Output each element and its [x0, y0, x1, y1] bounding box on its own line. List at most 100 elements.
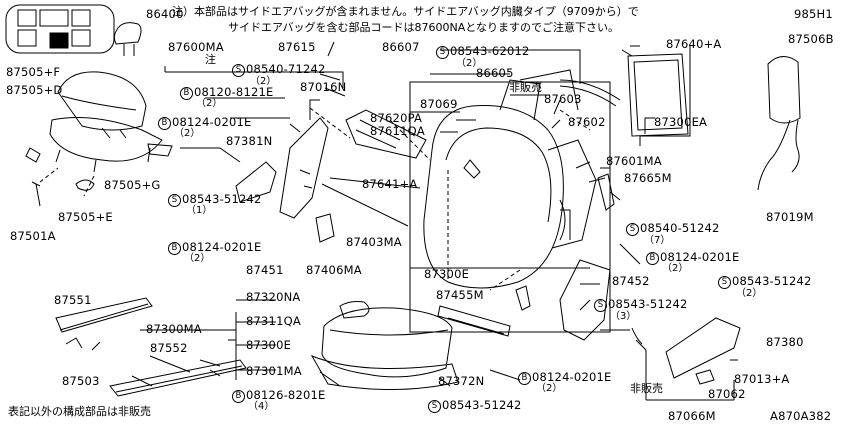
- part-label-87403MA[interactable]: 87403MA: [346, 235, 402, 249]
- part-label-87380[interactable]: 87380: [766, 335, 804, 349]
- part-label-87600MA[interactable]: 87600MA: [168, 40, 224, 54]
- screw-icon: S: [428, 400, 441, 413]
- part-label-87601MA[interactable]: 87601MA: [606, 154, 662, 168]
- cushion-frame-87455M-drawing: [437, 305, 511, 337]
- part-label-87301MA[interactable]: 87301MA: [246, 364, 302, 378]
- seat-rails-drawing: [55, 297, 247, 397]
- harness-drawing: [631, 327, 647, 390]
- part-label-87451[interactable]: 87451: [246, 263, 284, 277]
- part-label-87665M[interactable]: 87665M: [624, 171, 672, 185]
- part-label-87503[interactable]: 87503: [62, 374, 100, 388]
- part-label-87501A[interactable]: 87501A: [10, 229, 56, 243]
- car-top-view-icon: [5, 4, 115, 54]
- screw-icon: S: [168, 194, 181, 207]
- knob-drawing: [75, 179, 95, 191]
- part-label-87552[interactable]: 87552: [150, 341, 188, 355]
- part-label-87620PA[interactable]: 87620PA: [370, 111, 423, 125]
- part-label-87300MA[interactable]: 87300MA: [146, 322, 202, 336]
- part-label-87013A[interactable]: 87013+A: [734, 372, 790, 386]
- bolt-icon: B: [158, 117, 171, 130]
- part-label-87551[interactable]: 87551: [54, 293, 92, 307]
- not-sold-label-2: 非販売: [630, 382, 663, 395]
- screw-icon: S: [626, 223, 639, 236]
- part-label-985H1[interactable]: 985H1: [794, 7, 833, 21]
- bolt-icon: B: [646, 252, 659, 265]
- qty-08126-8201E: （4）: [248, 401, 275, 412]
- part-label-87506B[interactable]: 87506B: [788, 32, 834, 46]
- part-label-87615[interactable]: 87615: [278, 40, 316, 54]
- part-label-87406MA[interactable]: 87406MA: [306, 263, 362, 277]
- bracket-87665M-drawing: [597, 173, 615, 211]
- qty-08543-51242-a: （1）: [186, 205, 213, 216]
- part-label-87300EA[interactable]: 87300EA: [654, 115, 708, 129]
- diagram-code: A870A382: [770, 409, 832, 423]
- part-label-87311QA[interactable]: 87311QA: [246, 314, 301, 328]
- part-label-86605[interactable]: 86605: [476, 66, 514, 80]
- part-label-87505D[interactable]: 87505+D: [6, 83, 63, 97]
- seatback-drawing: [423, 69, 597, 289]
- side-airbag-drawing: [767, 56, 801, 124]
- hinge-bracket-left-drawing: [279, 117, 329, 219]
- lumbar-support-drawing: [345, 109, 427, 159]
- screw-icon: S: [436, 46, 449, 59]
- part-label-87505E[interactable]: 87505+E: [58, 210, 113, 224]
- bolt-number: 08124-0201E: [172, 115, 252, 129]
- footnote: 表記以外の構成部品は非販売: [8, 405, 151, 418]
- qty-08540-71242: （2）: [250, 76, 277, 87]
- part-label-87066M[interactable]: 87066M: [668, 409, 716, 423]
- part-label-87641A[interactable]: 87641+A: [362, 177, 418, 191]
- part-label-87069[interactable]: 87069: [420, 97, 458, 111]
- part-label-87300E-back[interactable]: 87300E: [424, 267, 470, 281]
- part-label-87381N[interactable]: 87381N: [226, 134, 273, 148]
- bracket-87381N-drawing: [235, 161, 277, 203]
- side-cover-87380-drawing: [665, 317, 741, 379]
- bolt-87501A-drawing: [31, 181, 41, 207]
- part-label-87602[interactable]: 87602: [568, 115, 606, 129]
- screw-icon: S: [232, 64, 245, 77]
- part-label-87455M[interactable]: 87455M: [436, 288, 484, 302]
- note-line-1: 注）本部品はサイドエアバッグが含まれません。サイドエアバッグ内臓タイプ（9709…: [172, 5, 639, 18]
- handle-87062-drawing: [695, 369, 715, 385]
- qty-08124-0201E-b: （2）: [184, 253, 211, 264]
- part-label-87603[interactable]: 87603: [544, 92, 582, 106]
- part-label-86400[interactable]: 86400: [146, 7, 184, 21]
- bolt-number: 08126-8201E: [246, 388, 326, 402]
- part-label-87016N[interactable]: 87016N: [300, 80, 347, 94]
- rod-86605-drawing: [559, 79, 621, 107]
- bolt-number: 08124-0201E: [660, 250, 740, 264]
- airbag-harness-drawing: [757, 119, 800, 191]
- part-label-87452[interactable]: 87452: [612, 274, 650, 288]
- qty-08543-51242-b: （2）: [736, 288, 763, 299]
- note-line-2: サイドエアバッグを含む部品コードは87600NAとなりますのでご注意下さい。: [228, 21, 619, 34]
- part-label-87019M[interactable]: 87019M: [766, 210, 814, 224]
- part-label-87320NA[interactable]: 87320NA: [246, 290, 301, 304]
- part-label-87300E-cushion[interactable]: 87300E: [246, 338, 292, 352]
- part-label-87640A[interactable]: 87640+A: [666, 37, 722, 51]
- bolt-number: 08124-0201E: [532, 370, 612, 384]
- part-label-87062[interactable]: 87062: [708, 387, 746, 401]
- bolt-87455M-drawing: [515, 285, 531, 311]
- part-label-87611QA[interactable]: 87611QA: [370, 124, 425, 138]
- bolt-icon: B: [518, 372, 531, 385]
- note-mark: 注: [205, 53, 216, 66]
- part-label-87505F[interactable]: 87505+F: [6, 65, 61, 79]
- part-label-86607[interactable]: 86607: [382, 40, 420, 54]
- headrest-drawing: [113, 22, 142, 56]
- part-label-87372N[interactable]: 87372N: [438, 374, 485, 388]
- bolt-icon: B: [168, 242, 181, 255]
- part-label-87505G[interactable]: 87505+G: [104, 178, 161, 192]
